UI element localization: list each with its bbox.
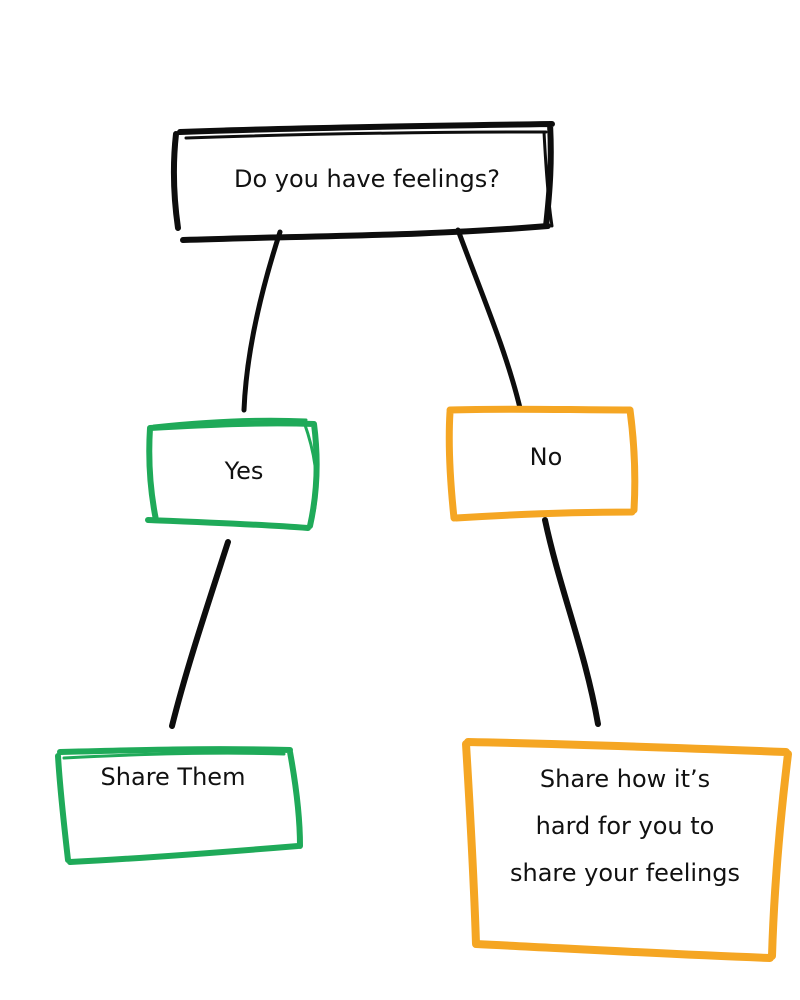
question-label: Do you have feelings? [234,165,500,193]
no-node: No [445,405,639,522]
yes-box-border-sketch [152,417,318,514]
share-hard-line-3: share your feelings [510,859,740,887]
share-hard-box-border [462,738,792,962]
connector-question-to-yes [241,229,283,413]
connector-question-to-no [455,227,523,411]
share-them-box-border [55,746,303,865]
question-box-border-sketch [184,130,554,228]
question-box-border [170,121,555,243]
connectors [169,227,601,729]
yes-node: Yes [145,417,320,531]
connector-yes-to-share-them [169,539,231,729]
share-hard-line-2: hard for you to [536,812,715,840]
share-them-node: Share Them [55,746,303,865]
yes-label: Yes [224,457,264,485]
share-hard-node: Share how it’s hard for you to share you… [462,738,792,962]
share-them-box-border-sketch [62,751,286,760]
share-them-label: Share Them [101,763,246,791]
share-hard-line-1: Share how it’s [540,765,710,793]
no-label: No [530,443,563,471]
question-node: Do you have feelings? [170,121,555,243]
connector-no-to-share-hard [542,517,601,727]
no-box-border [445,405,639,522]
